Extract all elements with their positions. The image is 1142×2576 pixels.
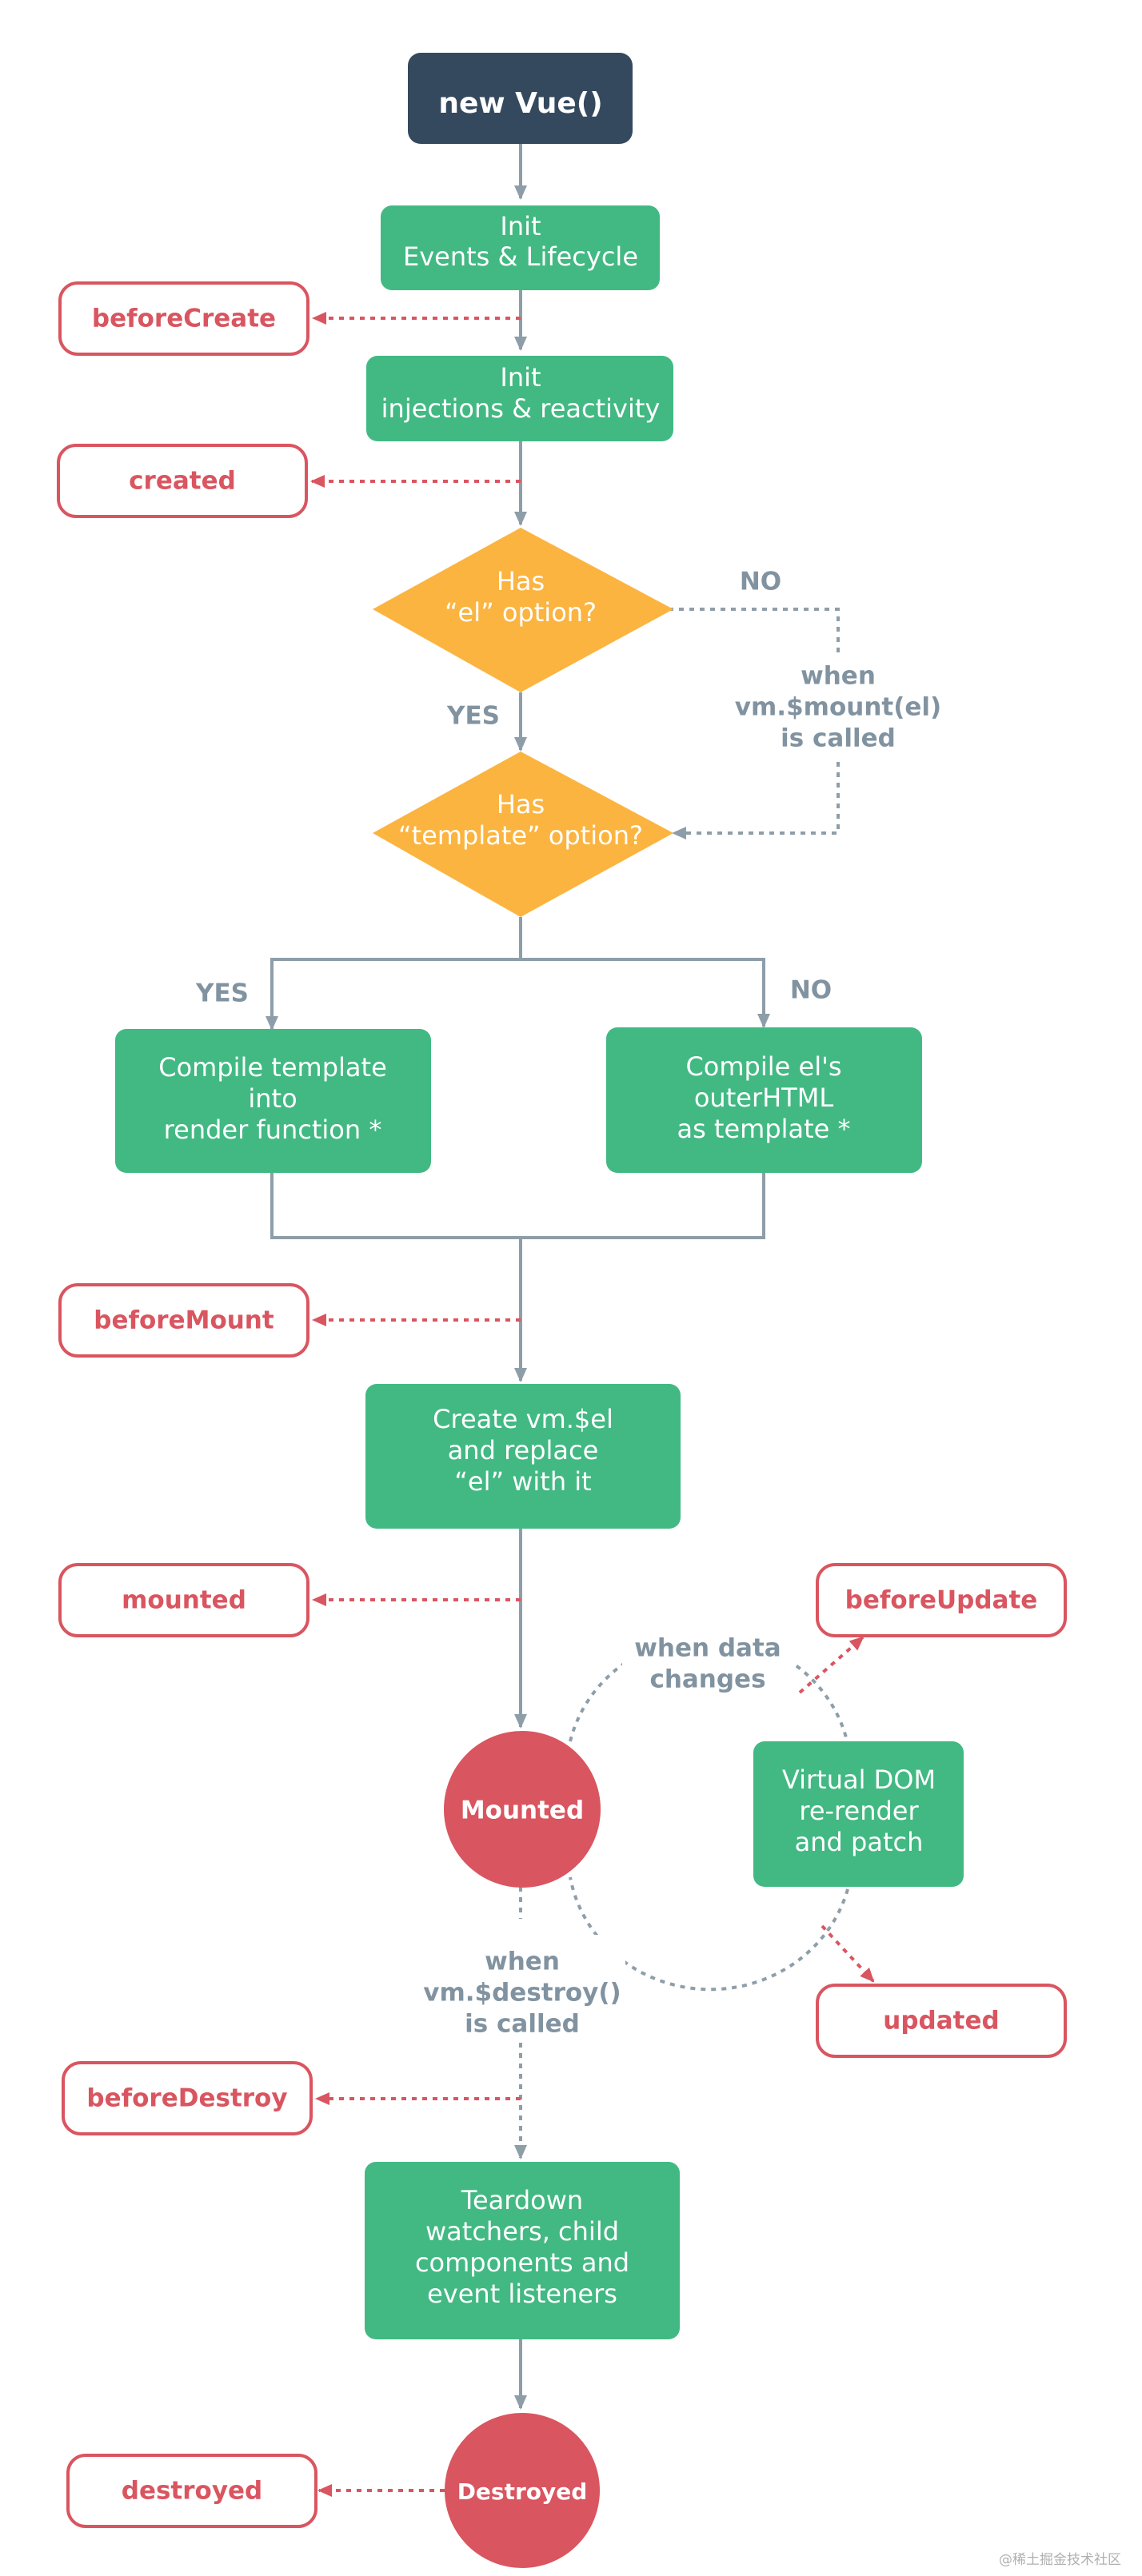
hook-before-destroy-label: beforeDestroy [86,2084,287,2113]
step-compile-template: Compile template into render function * [115,1029,431,1173]
step-teardown: Teardown watchers, child components and … [365,2162,680,2339]
connector-template-no [521,958,770,1028]
hook-before-mount-label: beforeMount [94,1306,274,1335]
label-has-el-yes: YES [446,702,500,731]
connector-updated [821,1924,875,1983]
step-compile-template-line-1: Compile template [158,1052,387,1083]
hook-created-label: created [129,467,236,496]
label-mount-called-line-1: when [801,662,876,691]
label-template-yes: YES [195,979,249,1008]
step-teardown-line-4: event listeners [427,2279,617,2309]
step-create-el: Create vm.$el and replace “el” with it [365,1384,681,1529]
annotations: NO YES when vm.$mount(el) is called YES … [195,568,948,2039]
connectors [266,144,849,2410]
hook-created: created [57,444,308,518]
decision-has-el: Has “el” option? [373,528,673,692]
step-init-events-line-2: Events & Lifecycle [403,241,638,272]
hook-destroyed: destroyed [66,2454,317,2528]
decision-has-template-line-2: “template” option? [398,820,643,851]
hook-before-mount: beforeMount [58,1283,309,1358]
label-destroy-called-line-1: when [485,1948,560,1976]
step-compile-el: Compile el's outerHTML as template * [606,1027,922,1173]
step-init-events-line-1: Init [500,211,541,241]
start-label: new Vue() [438,87,602,120]
step-create-el-line-1: Create vm.$el [433,1404,613,1434]
label-template-no: NO [790,976,832,1005]
hook-before-update: beforeUpdate [816,1563,1067,1637]
label-data-changes-line-1: when data [634,1634,781,1663]
step-init-events: Init Events & Lifecycle [381,205,660,290]
hook-connectors [310,312,875,2497]
step-compile-el-line-2: outerHTML [694,1083,833,1113]
update-loop-bottom-arc [569,1876,849,1992]
label-mount-called-line-2: vm.$mount(el) [735,693,941,722]
step-create-el-line-3: “el” with it [454,1466,591,1497]
step-create-el-line-2: and replace [448,1435,599,1465]
label-has-el-no: NO [740,568,781,596]
hook-before-destroy: beforeDestroy [62,2061,313,2135]
step-compile-template-line-2: into [248,1083,297,1114]
step-teardown-line-2: watchers, child [425,2216,619,2247]
step-init-injections: Init injections & reactivity [366,356,673,441]
decision-has-template-line-1: Has [497,789,545,819]
start-node: new Vue() [408,53,633,144]
state-destroyed: Destroyed [445,2413,600,2568]
step-virtual-dom-line-2: re-render [799,1796,919,1826]
label-destroy-called-line-3: is called [465,2010,580,2039]
hook-updated: updated [816,1984,1067,2058]
hook-before-update-label: beforeUpdate [845,1586,1038,1615]
step-init-injections-line-1: Init [500,362,541,393]
hook-destroyed-label: destroyed [122,2477,263,2506]
state-mounted-label: Mounted [461,1796,584,1825]
step-compile-template-line-3: render function * [164,1115,382,1145]
hook-mounted: mounted [58,1563,309,1637]
step-compile-el-line-3: as template * [677,1114,850,1144]
connector-before-update [798,1636,864,1694]
step-virtual-dom-line-3: and patch [795,1827,924,1857]
step-teardown-line-1: Teardown [461,2185,583,2215]
decision-has-el-line-2: “el” option? [445,597,597,628]
hook-before-create-label: beforeCreate [92,305,276,333]
watermark: @稀土掘金技术社区 [999,2552,1121,2568]
step-teardown-line-3: components and [415,2247,629,2278]
decision-has-el-line-1: Has [497,566,545,596]
label-mount-called-line-3: is called [781,724,896,753]
label-destroy-called-line-2: vm.$destroy() [423,1979,621,2008]
hook-before-create: beforeCreate [58,281,309,356]
connector-compile-merge [270,1173,765,1239]
hook-mounted-label: mounted [122,1586,246,1615]
label-data-changes-line-2: changes [649,1665,765,1694]
state-mounted: Mounted [444,1731,601,1888]
hook-updated-label: updated [883,2007,999,2036]
step-init-injections-line-2: injections & reactivity [381,393,661,424]
state-destroyed-label: Destroyed [457,2478,588,2505]
step-virtual-dom: Virtual DOM re-render and patch [753,1741,964,1887]
step-compile-el-line-1: Compile el's [685,1051,841,1082]
decision-has-template: Has “template” option? [373,752,673,917]
step-virtual-dom-line-1: Virtual DOM [782,1765,936,1795]
connector-template-yes [266,917,522,1031]
